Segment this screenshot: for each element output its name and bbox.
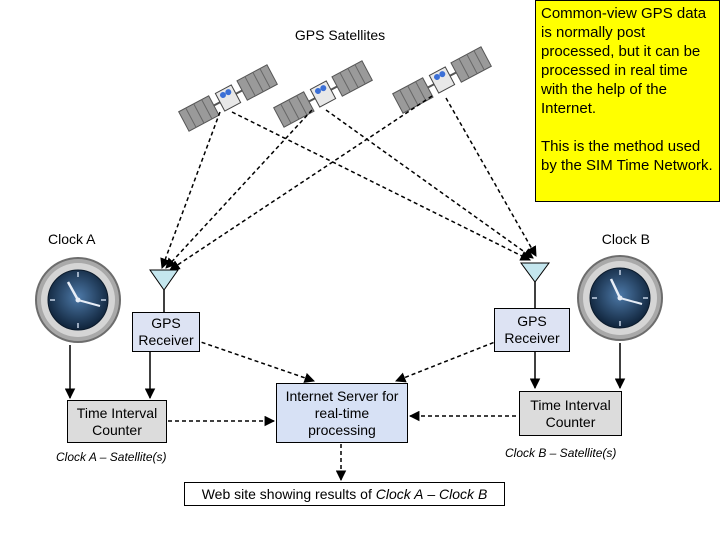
- signal-path: [325, 109, 534, 259]
- website-clock-b: Clock B: [439, 485, 488, 502]
- clock-a-icon: [35, 257, 121, 343]
- satellite-icon: [178, 64, 278, 132]
- gps-receiver-b: GPS Receiver: [494, 308, 570, 352]
- clock-b-icon: [577, 255, 663, 341]
- website-clock-a: Clock A: [375, 485, 424, 502]
- satellite-icon: [273, 60, 373, 128]
- info-note: Common-view GPS data is normally post pr…: [535, 0, 720, 202]
- diagram-title: GPS Satellites: [294, 27, 386, 43]
- internet-server: Internet Server for real-time processing: [276, 383, 408, 443]
- clock-b-label: Clock B: [601, 231, 650, 247]
- time-interval-counter-a: Time Interval Counter: [67, 400, 167, 443]
- website-dash: –: [423, 485, 440, 502]
- antenna-a-icon: [149, 269, 179, 291]
- signal-path: [160, 111, 221, 269]
- signal-path: [445, 97, 537, 257]
- time-interval-counter-b: Time Interval Counter: [519, 391, 622, 436]
- clock-b-result-label: Clock B – Satellite(s): [505, 446, 617, 460]
- note-paragraph-1: Common-view GPS data is normally post pr…: [541, 5, 707, 117]
- receiver-a-to-server: [194, 339, 315, 383]
- note-paragraph-2: This is the method used by the SIM Time …: [541, 138, 713, 174]
- signal-path: [165, 109, 313, 269]
- clock-a-result-label: Clock A – Satellite(s): [56, 450, 167, 464]
- signal-path: [169, 95, 433, 271]
- website-prefix: Web site showing results of: [201, 485, 376, 502]
- signal-path: [231, 111, 531, 261]
- clock-a-label: Clock A: [48, 231, 96, 247]
- antenna-b-icon: [520, 262, 550, 283]
- gps-receiver-a: GPS Receiver: [132, 312, 200, 352]
- receiver-b-to-server: [395, 339, 501, 383]
- satellite-icon: [392, 46, 492, 114]
- results-website-box: Web site showing results of Clock A – Cl…: [184, 482, 505, 506]
